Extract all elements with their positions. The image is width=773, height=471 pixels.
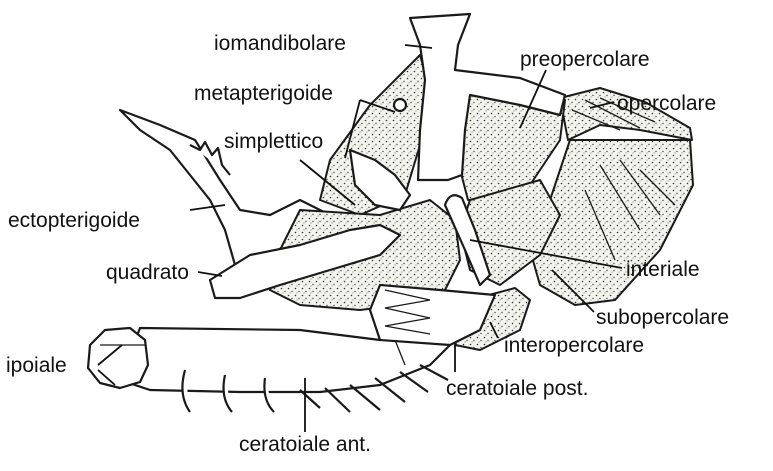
label-preopercolare: preopercolare	[520, 48, 650, 71]
label-simplettico: simplettico	[224, 130, 323, 153]
label-subopercolare: subopercolare	[596, 306, 729, 329]
label-ectopterigoide: ectopterigoide	[8, 209, 140, 232]
label-opercolare: opercolare	[617, 92, 716, 115]
label-interiale: interiale	[626, 258, 700, 281]
label-ceratoiale-ant: ceratoiale ant.	[239, 433, 371, 456]
ipoiale-bone	[88, 328, 148, 388]
label-iomandibolare: iomandibolare	[214, 32, 346, 55]
label-metapterigoide: metapterigoide	[194, 82, 333, 105]
label-ipoiale: ipoiale	[6, 354, 67, 377]
metapterigoide-foramen	[394, 99, 406, 111]
label-ceratoiale-post: ceratoiale post.	[446, 377, 588, 400]
label-quadrato: quadrato	[106, 261, 189, 284]
label-interopercolare: interopercolare	[504, 334, 644, 357]
